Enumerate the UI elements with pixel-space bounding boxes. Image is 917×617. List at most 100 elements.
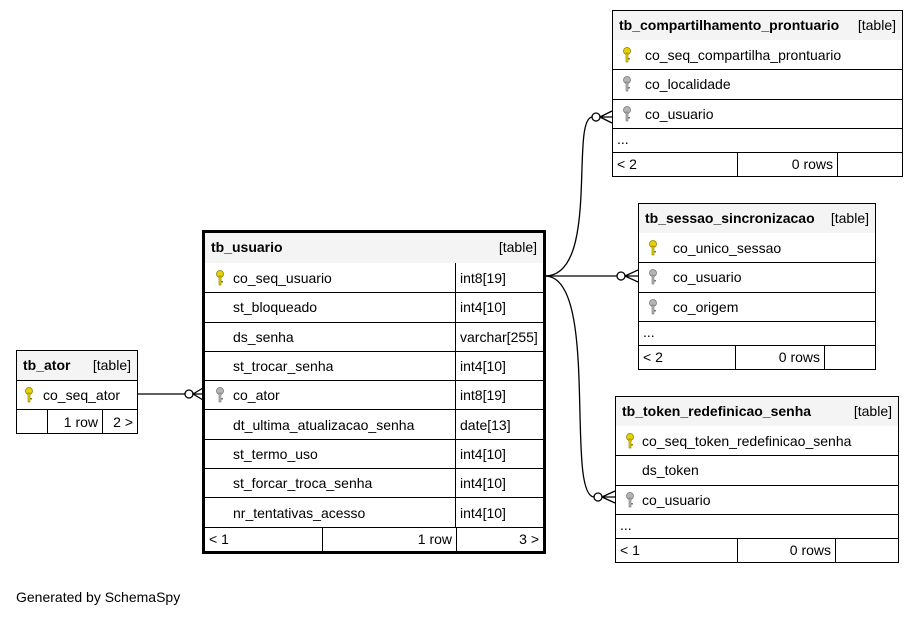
foreign-key-icon [623, 76, 631, 92]
column-datatype: int8[19] [455, 381, 543, 410]
table-name: tb_sessao_sincronizacao [645, 210, 815, 226]
table-header: tb_ator [table] [17, 351, 137, 380]
column-datatype: date[13] [455, 410, 543, 439]
children-link[interactable]: 3 > [456, 527, 543, 551]
column-row: st_trocar_senha int4[10] [205, 350, 543, 381]
column-datatype: int8[19] [455, 263, 543, 293]
table-tb-ator[interactable]: tb_ator [table] co_seq_ator 1 row 2 > [16, 350, 138, 434]
primary-key-icon [216, 269, 224, 285]
table-type: [table] [857, 17, 896, 33]
primary-key-icon [25, 387, 33, 403]
column-datatype: int4[10] [455, 351, 543, 381]
table-tb-usuario[interactable]: tb_usuario [table] co_seq_usuario int8[19… [202, 230, 546, 554]
primary-key-icon [623, 46, 631, 62]
column-name: co_seq_token_redefinicao_senha [642, 432, 852, 449]
row-count: 1 row [47, 410, 102, 433]
table-footer: < 1 1 row 3 > [205, 526, 543, 551]
column-name: co_ator [233, 387, 280, 404]
column-row: co_localidade [613, 69, 902, 98]
more-columns-row: ... [613, 127, 902, 152]
row-count: 0 rows [737, 538, 835, 562]
table-type: [table] [853, 403, 892, 419]
more-columns-row: ... [616, 513, 898, 538]
table-header: tb_compartilhamento_prontuario [table] [613, 11, 902, 40]
foreign-key-icon [649, 269, 657, 285]
table-header: tb_token_redefinicao_senha [table] [616, 397, 898, 426]
column-name: co_unico_sessao [673, 239, 782, 256]
column-name: co_seq_compartilha_prontuario [645, 46, 842, 63]
primary-key-icon [649, 239, 657, 255]
generator-credit: Generated by SchemaSpy [16, 589, 181, 605]
column-name: co_origem [673, 298, 739, 315]
table-footer: < 1 0 rows [616, 537, 898, 562]
column-row: co_ator int8[19] [205, 380, 543, 410]
table-type: [table] [498, 239, 537, 255]
children-link[interactable]: 2 > [102, 410, 137, 433]
column-row: co_origem [639, 291, 875, 321]
foreign-key-icon [623, 105, 631, 122]
parents-link[interactable]: < 2 [617, 156, 637, 173]
parents-link[interactable]: < 1 [209, 531, 229, 548]
column-name: co_usuario [673, 269, 742, 286]
table-tb-compartilhamento-prontuario[interactable]: tb_compartilhamento_prontuario [table] c… [612, 10, 903, 177]
row-count: 0 rows [737, 152, 837, 176]
ellipsis: ... [620, 517, 632, 534]
column-name: co_localidade [645, 76, 731, 93]
table-header: tb_sessao_sincronizacao [table] [639, 204, 875, 233]
column-datatype: int4[10] [455, 469, 543, 498]
column-name: co_usuario [642, 491, 711, 508]
column-name: st_termo_uso [233, 445, 318, 462]
table-name: tb_compartilhamento_prontuario [619, 17, 840, 33]
column-datatype: int4[10] [455, 293, 543, 322]
column-name: co_seq_usuario [233, 269, 332, 286]
column-name: ds_senha [233, 328, 294, 345]
parents-link[interactable]: < 2 [643, 349, 663, 366]
column-datatype: int4[10] [455, 439, 543, 469]
table-type: [table] [92, 357, 131, 373]
table-name: tb_token_redefinicao_senha [622, 403, 812, 419]
parents-link[interactable]: < 1 [620, 542, 640, 559]
column-datatype: varchar[255] [455, 322, 543, 351]
table-footer: < 2 0 rows [639, 344, 875, 369]
table-tb-sessao-sincronizacao[interactable]: tb_sessao_sincronizacao [table] co_unico… [638, 203, 876, 370]
table-header: tb_usuario [table] [205, 233, 543, 263]
more-columns-row: ... [639, 320, 875, 345]
column-row: co_seq_compartilha_prontuario [613, 40, 902, 69]
ellipsis: ... [617, 131, 629, 148]
table-name: tb_ator [23, 357, 71, 373]
row-count: 0 rows [735, 345, 824, 369]
column-name: ds_token [642, 462, 699, 479]
ellipsis: ... [643, 324, 655, 341]
table-footer: < 2 0 rows [613, 151, 902, 176]
fk-line-usuario-token [544, 275, 595, 498]
foreign-key-icon [649, 298, 657, 315]
column-name: st_forcar_troca_senha [233, 475, 373, 492]
column-row: dt_ultima_atualizacao_senha date[13] [205, 409, 543, 439]
column-row: st_forcar_troca_senha int4[10] [205, 468, 543, 498]
table-tb-token-redefinicao-senha[interactable]: tb_token_redefinicao_senha [table] co_se… [615, 396, 899, 563]
column-row: ds_token [616, 455, 898, 484]
table-type: [table] [830, 210, 869, 226]
table-footer: 1 row 2 > [17, 409, 137, 433]
column-name: st_trocar_senha [233, 358, 334, 375]
table-name: tb_usuario [211, 239, 283, 255]
column-row: co_unico_sessao [639, 233, 875, 262]
column-row: co_seq_token_redefinicao_senha [616, 426, 898, 455]
primary-key-icon [626, 432, 634, 448]
column-name: co_usuario [645, 105, 714, 122]
children-cell [824, 345, 875, 369]
row-count: 1 row [322, 527, 456, 551]
column-datatype: int4[10] [455, 498, 543, 527]
children-cell [835, 538, 898, 562]
column-row: co_usuario [639, 262, 875, 291]
foreign-key-icon [626, 491, 634, 508]
column-name: dt_ultima_atualizacao_senha [233, 416, 415, 433]
column-row: co_usuario [613, 98, 902, 128]
column-row: st_termo_uso int4[10] [205, 438, 543, 469]
column-row: co_seq_usuario int8[19] [205, 263, 543, 293]
column-row: co_seq_ator [17, 380, 137, 409]
column-row: ds_senha varchar[255] [205, 321, 543, 351]
